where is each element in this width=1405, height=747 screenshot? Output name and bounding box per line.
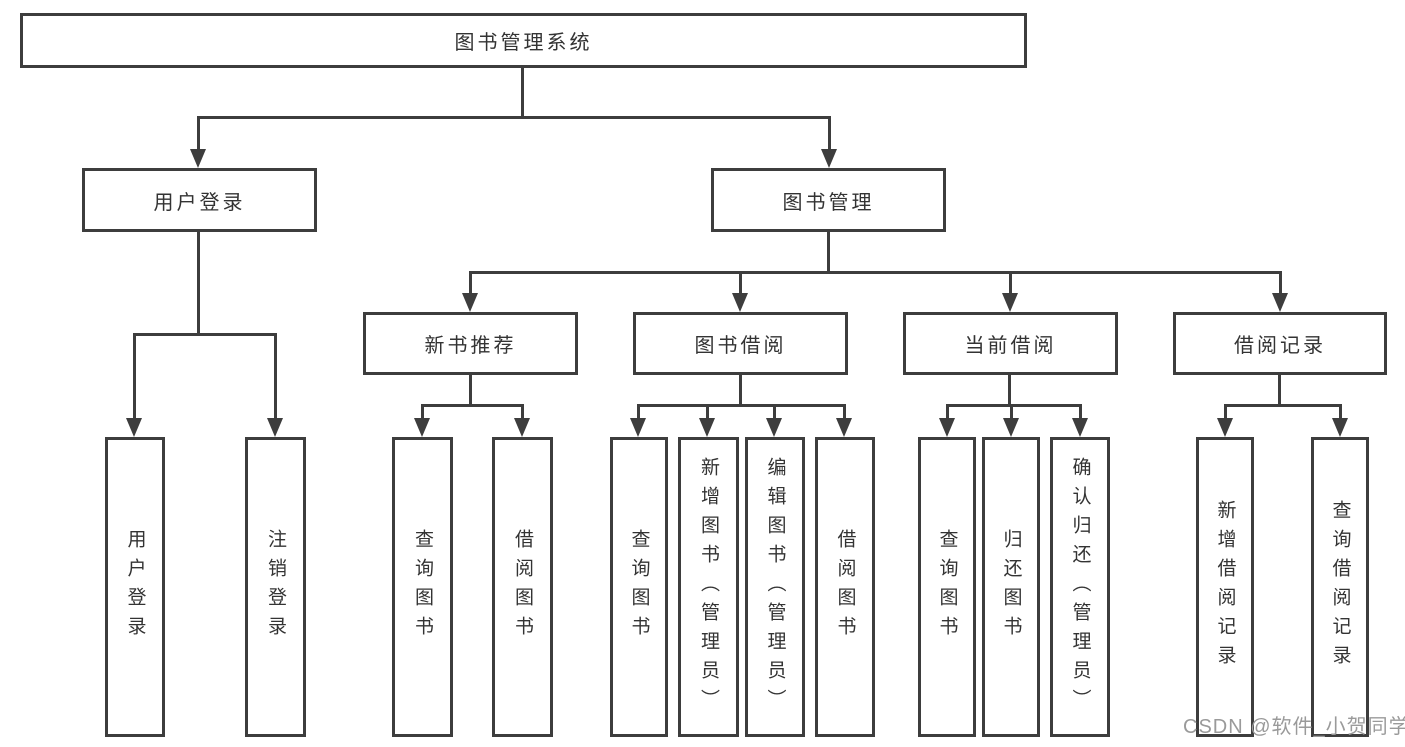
leaf-edit-books-admin-label: 编辑图书（管理员） [764,456,786,718]
leaf-query-borrow-record-label: 查询借阅记录 [1329,500,1351,674]
connector-hline [946,404,1082,407]
connector-vline [1339,404,1342,419]
arrowhead-down-icon [1003,418,1019,437]
connector-hline [469,271,1282,274]
arrowhead-down-icon [699,418,715,437]
leaf-query-books-label: 查询图书 [412,529,433,645]
arrowhead-down-icon [1272,293,1288,312]
connector-vline [739,271,742,294]
arrowhead-down-icon [821,149,837,168]
node-current-borrow: 当前借阅 [903,312,1118,375]
leaf-borrow-books-under-recommend: 借阅图书 [492,437,553,737]
connector-hline [637,404,846,407]
connector-vline [827,232,830,274]
node-book-borrow: 图书借阅 [633,312,848,375]
arrowhead-down-icon [732,293,748,312]
leaf-add-books-admin-label: 新增图书（管理员） [698,456,719,718]
leaf-user-login: 用户登录 [105,437,165,737]
leaf-add-borrow-record-label: 新增借阅记录 [1214,500,1236,674]
connector-vline [843,404,846,419]
connector-vline [946,404,949,419]
arrowhead-down-icon [836,418,852,437]
connector-vline [521,404,524,419]
leaf-logout: 注销登录 [245,437,306,737]
leaf-confirm-return-admin: 确认归还（管理员） [1050,437,1110,737]
leaf-edit-books-admin: 编辑图书（管理员） [745,437,805,737]
node-borrow-records: 借阅记录 [1173,312,1387,375]
arrowhead-down-icon [126,418,142,437]
connector-vline [197,232,200,336]
connector-vline [197,116,200,149]
arrowhead-down-icon [1072,418,1088,437]
connector-hline [421,404,524,407]
connector-vline [274,333,277,419]
connector-hline [1224,404,1342,407]
arrowhead-down-icon [414,418,430,437]
leaf-borrow-books-label: 借阅图书 [834,529,856,645]
connector-vline [469,375,472,407]
connector-vline [469,271,472,294]
arrowhead-down-icon [462,293,478,312]
leaf-query-borrow-record: 查询借阅记录 [1311,437,1369,737]
leaf-user-login-label: 用户登录 [124,529,146,645]
arrowhead-down-icon [267,418,283,437]
leaf-logout-label: 注销登录 [265,529,286,645]
connector-vline [1278,375,1281,407]
leaf-add-borrow-record: 新增借阅记录 [1196,437,1254,737]
arrowhead-down-icon [514,418,530,437]
leaf-return-books-label: 归还图书 [1000,529,1022,645]
node-system: 图书管理系统 [20,13,1027,68]
connector-vline [1009,271,1012,294]
node-user-login: 用户登录 [82,168,317,232]
connector-vline [637,404,640,419]
arrowhead-down-icon [766,418,782,437]
leaf-borrow-books-under-borrow: 借阅图书 [815,437,875,737]
arrowhead-down-icon [190,149,206,168]
node-book-management: 图书管理 [711,168,946,232]
leaf-query-books-label: 查询图书 [936,529,958,645]
arrowhead-down-icon [1332,418,1348,437]
connector-vline [706,404,709,419]
connector-vline [773,404,776,419]
connector-vline [521,68,524,119]
leaf-query-books-under-borrow: 查询图书 [610,437,668,737]
connector-vline [1008,375,1011,407]
arrowhead-down-icon [939,418,955,437]
connector-vline [1010,404,1013,419]
connector-vline [828,116,831,149]
connector-hline [197,116,831,119]
connector-hline [133,333,277,336]
node-new-book-recommend: 新书推荐 [363,312,578,375]
leaf-query-books-label: 查询图书 [628,529,650,645]
connector-vline [739,375,742,407]
leaf-return-books: 归还图书 [982,437,1040,737]
connector-vline [1079,404,1082,419]
leaf-confirm-return-admin-label: 确认归还（管理员） [1069,456,1091,718]
arrowhead-down-icon [1217,418,1233,437]
leaf-borrow-books-label: 借阅图书 [512,529,533,645]
connector-vline [1279,271,1282,294]
csdn-watermark: CSDN @软件_小贺同学 [1183,716,1405,738]
leaf-query-books-under-current: 查询图书 [918,437,976,737]
connector-vline [133,333,136,419]
connector-vline [421,404,424,419]
arrowhead-down-icon [1002,293,1018,312]
leaf-query-books-under-recommend: 查询图书 [392,437,453,737]
leaf-add-books-admin: 新增图书（管理员） [678,437,739,737]
arrowhead-down-icon [630,418,646,437]
connector-vline [1224,404,1227,419]
